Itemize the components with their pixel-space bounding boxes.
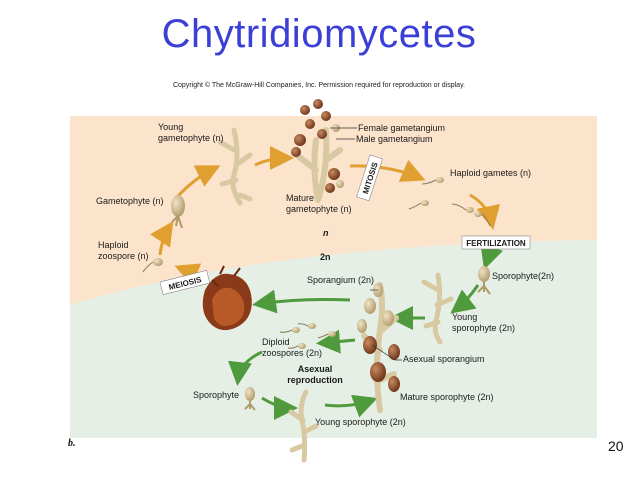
label-haploid-gametes: Haploid gametes (n): [450, 168, 531, 178]
arrow-mature-to-zoospores: [316, 329, 356, 354]
label-haploid-zoospore-1: Haploid: [98, 240, 129, 250]
label-sporophyte: Sporophyte: [193, 390, 239, 400]
label-asexual-sporangium: Asexual sporangium: [403, 354, 485, 364]
diploid-phase-label: 2n: [320, 252, 331, 262]
arrow-young-to-mature: [254, 146, 294, 171]
label-gametophyte: Gametophyte (n): [96, 196, 164, 206]
label-male-gametangium: Male gametangium: [356, 134, 433, 144]
figure-letter: b.: [68, 438, 76, 449]
arrow-zoospore-to-gametophyte: [150, 221, 174, 256]
label-diploid-zoospores-2: zoospores (2n): [262, 348, 322, 358]
label-haploid-zoospore-2: zoospore (n): [98, 251, 149, 261]
label-sporophyte-2n: Sporophyte(2n): [492, 271, 554, 281]
label-young-sporophyte-right-1: Young: [452, 312, 477, 322]
young-sporophyte-right-illustration: [421, 272, 454, 345]
arrow-sporophyte-to-young: [450, 284, 480, 314]
copyright-notice: Copyright © The McGraw-Hill Companies, I…: [172, 82, 465, 89]
sporophyte-bottom-illustration: [244, 387, 256, 411]
label-diploid-zoospores-1: Diploid: [262, 337, 290, 347]
haploid-zoospore-illustration: [142, 258, 163, 273]
resting-sporangium-illustration: [202, 265, 252, 331]
label-asexual-reproduction-2: reproduction: [287, 375, 343, 385]
slide-title: Chytridiomycetes: [161, 12, 477, 56]
arrow-mitosis: [349, 159, 426, 182]
diploid-zoospores-illustration: [279, 323, 336, 349]
haploid-phase-label: n: [323, 228, 329, 238]
arrow-sporophyte-to-young-bottom: [261, 395, 298, 420]
label-asexual-reproduction-1: Asexual: [298, 364, 333, 374]
svg-text:FERTILIZATION: FERTILIZATION: [466, 239, 526, 248]
label-young-sporophyte-bottom: Young sporophyte (2n): [315, 417, 406, 427]
gametophyte-illustration: [171, 195, 185, 229]
label-mature-gametophyte-1: Mature: [286, 193, 314, 203]
mature-gametophyte-illustration: [291, 99, 344, 203]
haploid-gametes-illustration: [408, 177, 491, 227]
label-mature-gametophyte-2: gametophyte (n): [286, 204, 352, 214]
slide-number: 20: [608, 438, 624, 454]
label-young-gametophyte-2: gametophyte (n): [158, 133, 224, 143]
label-female-gametangium: Female gametangium: [358, 123, 445, 133]
fertilization-badge: FERTILIZATION: [461, 235, 531, 250]
arrow-gametophyte-to-young: [176, 165, 221, 198]
arrow-gametes-to-fertilization: [469, 193, 501, 230]
young-gametophyte-illustration: [217, 127, 253, 206]
leader-asexual-sporangium: [371, 344, 402, 361]
label-young-sporophyte-right-2: sporophyte (2n): [452, 323, 515, 333]
young-sporophyte-bottom-illustration: [288, 389, 319, 463]
arrow-zoospores-to-sporophyte: [228, 350, 263, 386]
sporophyte-2n-illustration: [477, 266, 491, 295]
mature-sporophyte-illustration: [357, 282, 400, 413]
label-mature-sporophyte: Mature sporophyte (2n): [400, 392, 494, 402]
arrow-fertilization-to-sporophyte: [480, 243, 504, 270]
label-sporangium: Sporangium (2n): [307, 275, 374, 285]
arrow-young-to-mature-bottom: [324, 394, 378, 418]
arrow-sporangium-to-meiosis: [252, 289, 351, 314]
label-young-gametophyte-1: Young: [158, 122, 183, 132]
